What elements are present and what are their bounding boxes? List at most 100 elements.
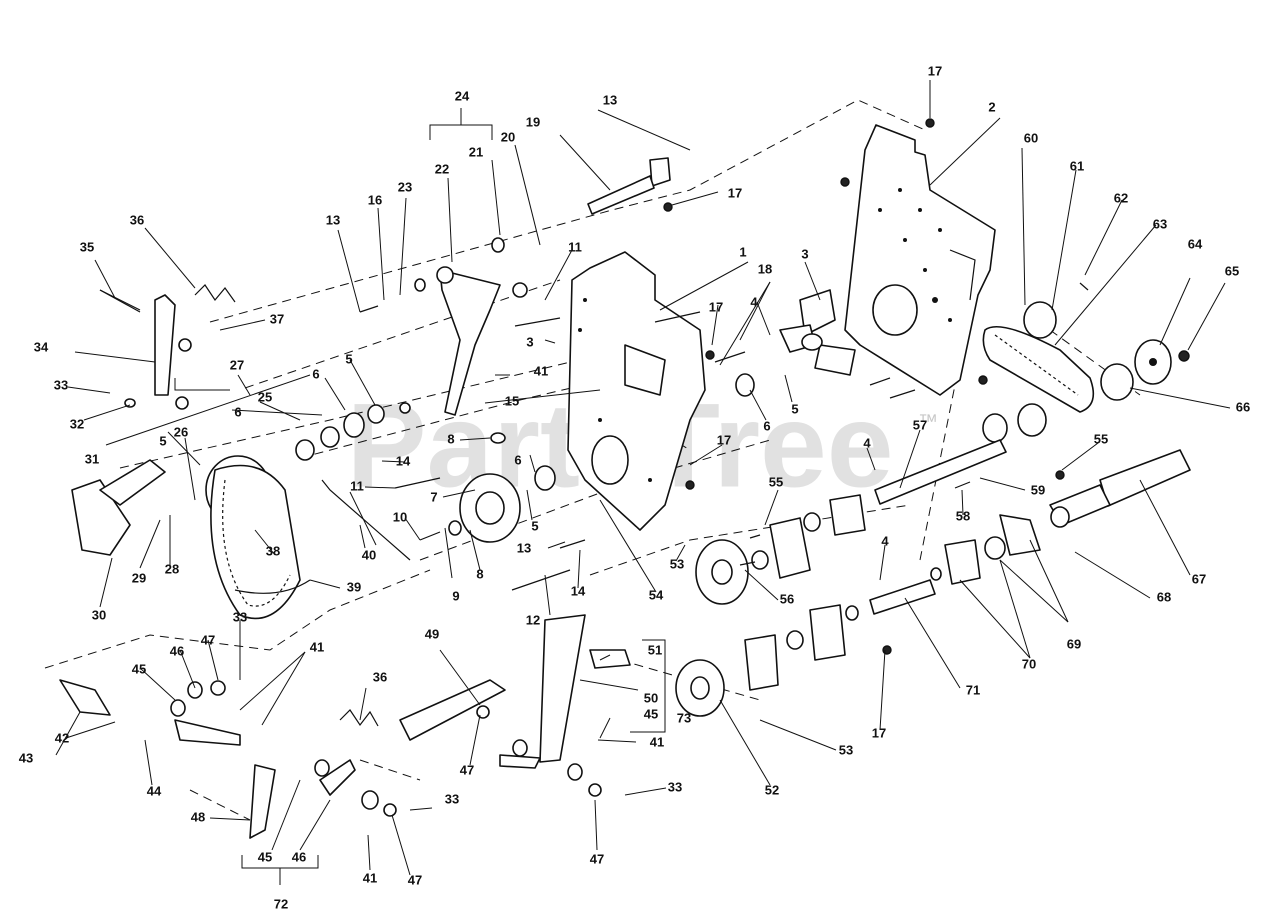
callout-13: 13 [326,212,340,227]
callout-5: 5 [345,351,352,366]
callout-13: 13 [603,92,617,107]
callout-33: 33 [54,377,68,392]
callout-55: 55 [769,474,783,489]
callout-62: 62 [1114,190,1128,205]
callout-16: 16 [368,192,382,207]
callout-2: 2 [988,99,995,114]
callout-55: 55 [1094,431,1108,446]
callout-32: 32 [70,416,84,431]
callout-41: 41 [310,639,324,654]
callout-6: 6 [514,452,521,467]
callout-6: 6 [234,404,241,419]
callout-47: 47 [460,762,474,777]
callout-30: 30 [92,607,106,622]
callout-4: 4 [863,435,871,450]
callout-44: 44 [147,783,162,798]
callout-45: 45 [644,706,658,721]
callout-28: 28 [165,561,179,576]
callout-17: 17 [717,432,731,447]
callout-12: 12 [526,612,540,627]
side-plate-right [844,124,996,396]
callout-58: 58 [956,508,970,523]
callout-35: 35 [80,239,94,254]
callout-37: 37 [270,311,284,326]
callout-1: 1 [739,244,746,259]
callout-8: 8 [447,431,454,446]
callout-46: 46 [292,849,306,864]
callout-47: 47 [201,632,215,647]
callout-70: 70 [1022,656,1036,671]
callout-41: 41 [534,363,548,378]
callout-11: 11 [350,478,364,493]
callout-42: 42 [55,730,69,745]
callout-65: 65 [1225,263,1239,278]
callout-51: 51 [648,642,662,657]
callout-33: 33 [445,791,459,806]
callout-43: 43 [19,750,33,765]
callout-45: 45 [132,661,146,676]
callout-4: 4 [750,294,758,309]
callout-69: 69 [1067,636,1081,651]
callout-50: 50 [644,690,658,705]
pivot-bracket [587,157,671,215]
callout-17: 17 [872,725,886,740]
callout-8: 8 [476,566,483,581]
callout-72: 72 [274,896,288,911]
callout-11: 11 [568,239,582,254]
callout-5: 5 [791,401,798,416]
callout-47: 47 [408,872,422,887]
callout-17: 17 [709,299,723,314]
callout-6: 6 [312,366,319,381]
callout-38: 38 [266,543,280,558]
callout-67: 67 [1192,571,1206,586]
callout-brackets [174,108,666,885]
callout-13: 13 [517,540,531,555]
callout-4: 4 [881,533,889,548]
callout-53: 53 [839,742,853,757]
idler-arm [414,237,528,416]
callout-39: 39 [347,579,361,594]
callout-3: 3 [526,334,533,349]
callout-5: 5 [531,518,538,533]
control-bracket [71,294,176,556]
callout-36: 36 [373,669,387,684]
small-hardware [99,118,1190,817]
callout-19: 19 [526,114,540,129]
callout-33: 33 [233,609,247,624]
callout-34: 34 [34,339,49,354]
callout-labels: 1 2 3 3 4 4 4 5 5 5 5 6 6 6 6 7 8 8 9 10… [19,63,1250,911]
callout-3: 3 [801,246,808,261]
callout-48: 48 [191,809,205,824]
callout-17: 17 [928,63,942,78]
callout-26: 26 [174,424,188,439]
callout-63: 63 [1153,216,1167,231]
callout-61: 61 [1070,158,1084,173]
callout-6: 6 [763,418,770,433]
shafts [869,439,1191,615]
callout-33: 33 [668,779,682,794]
callout-64: 64 [1188,236,1203,251]
callout-24: 24 [455,88,470,103]
callout-36: 36 [130,212,144,227]
callout-31: 31 [85,451,99,466]
callout-20: 20 [501,129,515,144]
callout-15: 15 [505,393,519,408]
callout-22: 22 [435,161,449,176]
callout-10: 10 [393,509,407,524]
callout-14: 14 [571,583,586,598]
callout-66: 66 [1236,399,1250,414]
bottom-linkages [59,614,631,839]
callout-71: 71 [966,682,980,697]
callout-5: 5 [159,433,166,448]
callout-25: 25 [258,389,272,404]
callout-9: 9 [452,588,459,603]
callout-46: 46 [170,643,184,658]
callout-60: 60 [1024,130,1038,145]
callout-29: 29 [132,570,146,585]
callout-49: 49 [425,626,439,641]
callout-17: 17 [728,185,742,200]
callout-7: 7 [430,489,437,504]
callout-54: 54 [649,587,664,602]
callout-57: 57 [913,417,927,432]
callout-41: 41 [363,870,377,885]
